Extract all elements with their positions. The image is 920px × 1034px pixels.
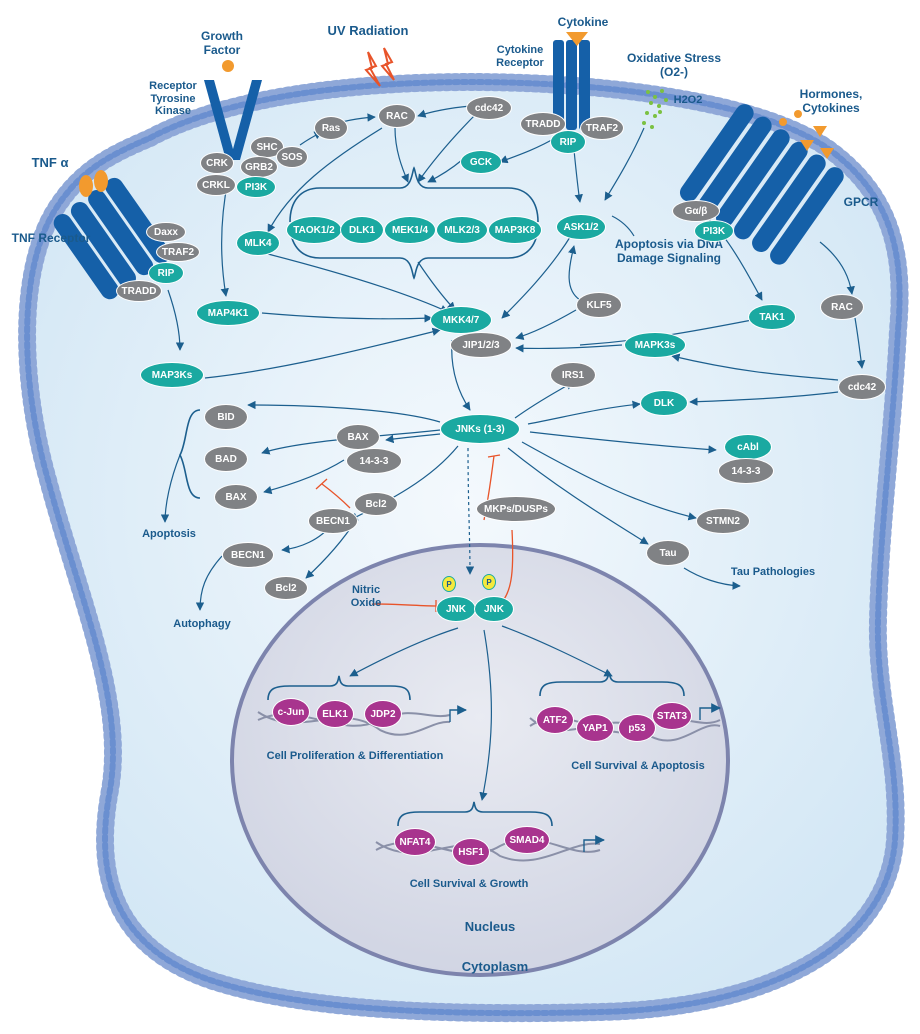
node-gck: GCK [460, 150, 502, 174]
node-daxx: Daxx [146, 222, 186, 242]
node-rac-right: RAC [820, 294, 864, 320]
tnf-ligand-icon [79, 175, 93, 197]
node-sos: SOS [276, 146, 308, 168]
cell-proliferation-label: Cell Proliferation & Differentiation [266, 750, 444, 762]
node-mlk4: MLK4 [236, 230, 280, 256]
cytokine-receptor-label: Cytokine Receptor [496, 44, 544, 69]
transcription-arrows-icon [449, 703, 721, 852]
node-dlk-right: DLK [640, 390, 688, 416]
node-ask12: ASK1/2 [556, 214, 606, 240]
node-pi3k-gpcr: PI3K [694, 220, 734, 242]
node-becn1-low: BECN1 [222, 542, 274, 568]
node-bid: BID [204, 404, 248, 430]
node-map3ks: MAP3Ks [140, 362, 204, 388]
node-c-jun: c-Jun [272, 698, 310, 726]
cell-survival-apoptosis-label: Cell Survival & Apoptosis [571, 760, 705, 772]
node-mlk23: MLK2/3 [436, 216, 488, 244]
tnf-ligand-icon [94, 170, 108, 192]
h2o2-label: H2O2 [673, 94, 703, 106]
nucleus-label: Nucleus [464, 919, 516, 934]
gpcr-receptor [679, 104, 844, 265]
nucleus [230, 543, 730, 977]
node-elk1: ELK1 [316, 700, 354, 728]
node-dlk1: DLK1 [340, 216, 384, 244]
phospho-badge: P [442, 576, 456, 592]
node-jnks: JNKs (1-3) [440, 414, 520, 444]
uv-radiation-label: UV Radiation [327, 23, 409, 38]
node-ras: Ras [314, 116, 348, 140]
node-grb2: GRB2 [240, 156, 278, 178]
tnf-alpha-label: TNF α [31, 155, 69, 170]
node-map4k1: MAP4K1 [196, 300, 260, 326]
node-stat3: STAT3 [652, 702, 692, 730]
node-becn1-mid: BECN1 [308, 508, 358, 534]
node-hsf1: HSF1 [452, 838, 490, 866]
node-bad: BAD [204, 446, 248, 472]
node-irs1: IRS1 [550, 362, 596, 388]
node-pi3k-rtk: PI3K [236, 176, 276, 198]
growth-factor-ligand-icon [222, 60, 234, 72]
uv-radiation-icon [364, 47, 395, 87]
apoptosis-label: Apoptosis [142, 528, 196, 540]
tnf-receptor-label: TNF Receptor [11, 231, 91, 245]
node-mkps-dusps: MKPs/DUSPs [476, 496, 556, 522]
node-stmn2: STMN2 [696, 508, 750, 534]
node-jnk-1: JNK [436, 596, 476, 622]
tnf-receptor [53, 177, 171, 300]
autophagy-label: Autophagy [173, 618, 231, 630]
node-traf2-cr: TRAF2 [580, 116, 624, 140]
node-jnk-2: JNK [474, 596, 514, 622]
node-atf2: ATF2 [536, 706, 574, 734]
cytoplasm-label: Cytoplasm [461, 959, 529, 974]
node-crk: CRK [200, 152, 234, 174]
node-mkk47: MKK4/7 [430, 306, 492, 334]
gpcr-label: GPCR [843, 195, 879, 209]
node-14-3-3-right: 14-3-3 [718, 458, 774, 484]
node-galpha-beta: Gα/β [672, 200, 720, 222]
receptor-tyrosine-kinase [204, 60, 262, 160]
node-cabl: cAbl [724, 434, 772, 460]
node-bax-left: BAX [214, 484, 258, 510]
node-tradd-tnf: TRADD [116, 280, 162, 302]
cytokine-ligand-icon [566, 32, 588, 46]
node-jip123: JIP1/2/3 [450, 332, 512, 358]
node-taok12: TAOK1/2 [286, 216, 342, 244]
node-jdp2: JDP2 [364, 700, 402, 728]
cytokine-receptor [553, 32, 590, 130]
node-bcl2-mid: Bcl2 [354, 492, 398, 516]
node-crkl: CRKL [196, 174, 236, 196]
node-p53: p53 [618, 714, 656, 742]
tau-pathologies-label: Tau Pathologies [730, 566, 816, 578]
cell-survival-growth-label: Cell Survival & Growth [409, 878, 529, 890]
hormones-label: Hormones, Cytokines [799, 87, 863, 115]
node-tau: Tau [646, 540, 690, 566]
node-tak1: TAK1 [748, 304, 796, 330]
node-bax-mid: BAX [336, 424, 380, 450]
node-map3k8: MAP3K8 [488, 216, 542, 244]
cytokine-label: Cytokine [557, 15, 609, 29]
node-yap1: YAP1 [576, 714, 614, 742]
node-mapk3s: MAPK3s [624, 332, 686, 358]
oxidative-stress-label: Oxidative Stress (O2-) [626, 51, 722, 79]
node-rac-top: RAC [378, 104, 416, 128]
node-14-3-3-mid: 14-3-3 [346, 448, 402, 474]
nitric-oxide-label: Nitric Oxide [350, 584, 382, 609]
node-cdc42-top: cdc42 [466, 96, 512, 120]
node-mek14: MEK1/4 [384, 216, 436, 244]
phospho-badge: P [482, 574, 496, 590]
rtk-label: Receptor Tyrosine Kinase [149, 80, 197, 118]
node-bcl2-low: Bcl2 [264, 576, 308, 600]
node-nfat4: NFAT4 [394, 828, 436, 856]
node-smad4: SMAD4 [504, 826, 550, 854]
node-rip-tnf: RIP [148, 262, 184, 284]
node-klf5: KLF5 [576, 292, 622, 318]
apoptosis-dna-label: Apoptosis via DNA Damage Signaling [614, 237, 723, 265]
growth-factor-label: Growth Factor [201, 29, 243, 57]
node-rip-cr: RIP [550, 130, 586, 154]
node-traf2-tnf: TRAF2 [156, 242, 200, 262]
node-cdc42-right: cdc42 [838, 374, 886, 400]
oxidative-stress-icon [642, 89, 668, 129]
hormone-ligands-icon [779, 110, 834, 159]
